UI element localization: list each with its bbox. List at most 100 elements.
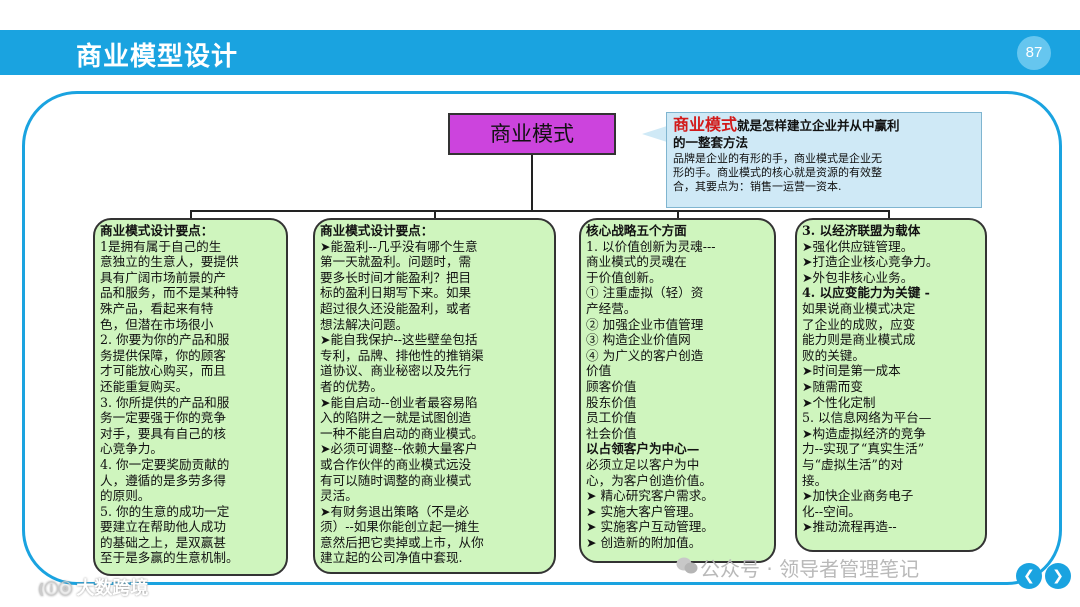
bullet-line: 股东价值 <box>586 394 637 410</box>
section-heading: 核心战略五个方面 <box>586 223 687 238</box>
connector-col3 <box>677 210 679 220</box>
connector-col1 <box>190 210 192 220</box>
bullet-line: ① 注重虚拟（轻）资 <box>586 285 704 301</box>
bullet-line: ➤打造企业核心竞争力。 <box>802 254 939 270</box>
page-number: 87 <box>1017 36 1051 70</box>
bullet-line: 超过很久还没能盈利，或者 <box>320 300 472 316</box>
bullet-line: 力--实现了“真实生活” <box>802 441 925 457</box>
bullet-line: 还能重复购买。 <box>100 378 189 394</box>
bullet-line: 须）--如果你能创立起一摊生 <box>320 519 480 535</box>
bullet-line: 道协议、商业秘密以及先行 <box>320 363 472 379</box>
callout-highlight: 商业模式 <box>673 115 738 134</box>
bullet-line: 具有广阔市场前景的产 <box>100 269 226 285</box>
callout-tail <box>642 126 667 142</box>
bullet-line: 有可以随时调整的商业模式 <box>320 472 472 488</box>
bullet-line: 如果说商业模式决定 <box>802 300 916 316</box>
bullet-line: 2. 你要为你的产品和服 <box>100 332 230 348</box>
bullet-line: 员工价值 <box>586 410 637 426</box>
bullet-line: ➤ 实施客户互动管理。 <box>586 519 714 535</box>
callout-heading-rest: 就是怎样建立企业并从中赢利 <box>737 118 900 133</box>
section-heading: 商业模式设计要点： <box>320 223 434 238</box>
brand-name: 大数跨境 <box>76 578 149 599</box>
section-heading: 4. 以应变能力为关键 - <box>802 285 930 301</box>
bullet-line: 殊产品，看起来有特 <box>100 300 214 316</box>
callout-line: 品牌是企业的有形的手，商业模式是企业无 <box>673 152 882 165</box>
bullet-line: ➤强化供应链管理。 <box>802 238 914 254</box>
bullet-line: 色，但潜在市场很小 <box>100 316 214 332</box>
section-heading: 3. 以经济联盟为载体 <box>802 223 921 238</box>
bullet-line: 接。 <box>802 472 828 488</box>
bullet-line: 5. 你的生意的成功一定 <box>100 503 230 519</box>
header-bar: 商业模型设计 87 <box>0 30 1080 75</box>
bullet-line: 必须立足以客户为中 <box>586 456 700 472</box>
bullet-line: ➤时间是第一成本 <box>802 363 901 379</box>
bullet-line: 商业模式的灵魂在 <box>586 254 687 270</box>
strategy-continued-box: 3. 以经济联盟为载体➤强化供应链管理。➤打造企业核心竞争力。➤外包非核心业务。… <box>795 218 987 552</box>
bullet-line: 者的优势。 <box>320 378 383 394</box>
bullet-line: 化--空间。 <box>802 503 861 519</box>
bullet-line: 灵活。 <box>320 488 358 504</box>
bullet-line: 1是拥有属于自己的生 <box>100 238 222 254</box>
bullet-line: 败的关键。 <box>802 347 865 363</box>
bullet-line: ④ 为广义的客户创造 <box>586 347 704 363</box>
bullet-line: 务提供保障，你的顾客 <box>100 347 226 363</box>
bullet-line: 人，遵循的是多劳多得 <box>100 472 226 488</box>
callout-line: 合，其要点为：销售一运营一资本. <box>673 180 842 193</box>
section-heading: 商业模式设计要点： <box>100 223 214 238</box>
bullet-line: 的基础之上，是双赢甚 <box>100 534 226 550</box>
bullet-line: 的原则。 <box>100 488 151 504</box>
bullet-line: 入的陷阱之一就是试图创造 <box>320 410 472 426</box>
bullet-line: ➤ 实施大客户管理。 <box>586 503 702 519</box>
brand-logo-icon: (ⓘⓞ <box>38 582 73 598</box>
prev-slide-button[interactable]: ❮ <box>1016 563 1042 589</box>
connector-col4 <box>888 210 890 220</box>
bullet-line: ➤必须可调整--依赖大量客户 <box>320 441 478 457</box>
root-node: 商业模式 <box>448 113 616 155</box>
bullet-line: 于价值创新。 <box>586 269 662 285</box>
bullet-line: 品和服务，而不是某种特 <box>100 285 239 301</box>
bullet-line: 意然后把它卖掉或上市，从你 <box>320 534 484 550</box>
bullet-line: 1. 以价值创新为灵魂--- <box>586 238 716 254</box>
connector-root-down <box>531 155 533 212</box>
bullet-line: 意独立的生意人，要提供 <box>100 254 239 270</box>
bullet-line: ➤能盈利--几乎没有哪个生意 <box>320 238 478 254</box>
definition-callout: 商业模式就是怎样建立企业并从中赢利 的一整套方法 品牌是企业的有形的手，商业模式… <box>666 112 982 208</box>
callout-body: 品牌是企业的有形的手，商业模式是企业无 形的手。商业模式的核心就是资源的有效整 … <box>673 152 975 194</box>
bullet-line: 顾客价值 <box>586 378 637 394</box>
bullet-line: ➤随需而变 <box>802 378 863 394</box>
design-points-box-1: 商业模式设计要点：1是拥有属于自己的生意独立的生意人，要提供具有广阔市场前景的产… <box>93 218 288 576</box>
bullet-line: ③ 构造企业价值网 <box>586 332 691 348</box>
bullet-line: 心，为客户创造价值。 <box>586 472 712 488</box>
bullet-line: ➤推动流程再造-- <box>802 519 897 535</box>
bullet-line: 心竞争力。 <box>100 441 163 457</box>
bullet-line: ➤构造虚拟经济的竞争 <box>802 425 926 441</box>
design-points-box-2: 商业模式设计要点：➤能盈利--几乎没有哪个生意第一天就盈利。问题时，需要多长时间… <box>313 218 556 574</box>
bullet-line: 社会价值 <box>586 425 637 441</box>
bullet-line: ➤能自启动--创业者最容易陷 <box>320 394 478 410</box>
bullet-line: 价值 <box>586 363 612 379</box>
bullet-line: 标的盈利日期写下来。如果 <box>320 285 472 301</box>
bullet-line: 产经营。 <box>586 300 637 316</box>
wechat-watermark: 公众号 · 领导者管理笔记 <box>700 557 920 581</box>
connector-horizontal <box>190 210 890 212</box>
bullet-line: ➤个性化定制 <box>802 394 876 410</box>
bullet-line: ➤外包非核心业务。 <box>802 269 914 285</box>
next-slide-button[interactable]: ❯ <box>1045 563 1071 589</box>
bullet-line: ② 加强企业市值管理 <box>586 316 704 332</box>
bullet-line: 或合作伙伴的商业模式远没 <box>320 456 472 472</box>
bullet-line: ➤有财务退出策略（不是必 <box>320 503 470 519</box>
callout-line: 形的手。商业模式的核心就是资源的有效整 <box>673 166 882 179</box>
slide-title: 商业模型设计 <box>76 42 239 72</box>
bullet-line: ➤能自我保护--这些壁垒包括 <box>320 332 478 348</box>
bullet-line: 与“虚拟生活”的对 <box>802 456 904 472</box>
callout-heading-line2: 的一整套方法 <box>673 135 749 150</box>
bullet-line: 第一天就盈利。问题时，需 <box>320 254 472 270</box>
bullet-line: 想法解决问题。 <box>320 316 409 332</box>
bullet-line: 至于是多赢的生意机制。 <box>100 550 239 566</box>
bullet-line: 专利，品牌、排他性的推销渠 <box>320 347 484 363</box>
bullet-line: 一种不能自启动的商业模式。 <box>320 425 484 441</box>
section-heading: 以占领客户为中心— <box>586 441 700 457</box>
bullet-line: 4. 你一定要奖励贡献的 <box>100 456 230 472</box>
